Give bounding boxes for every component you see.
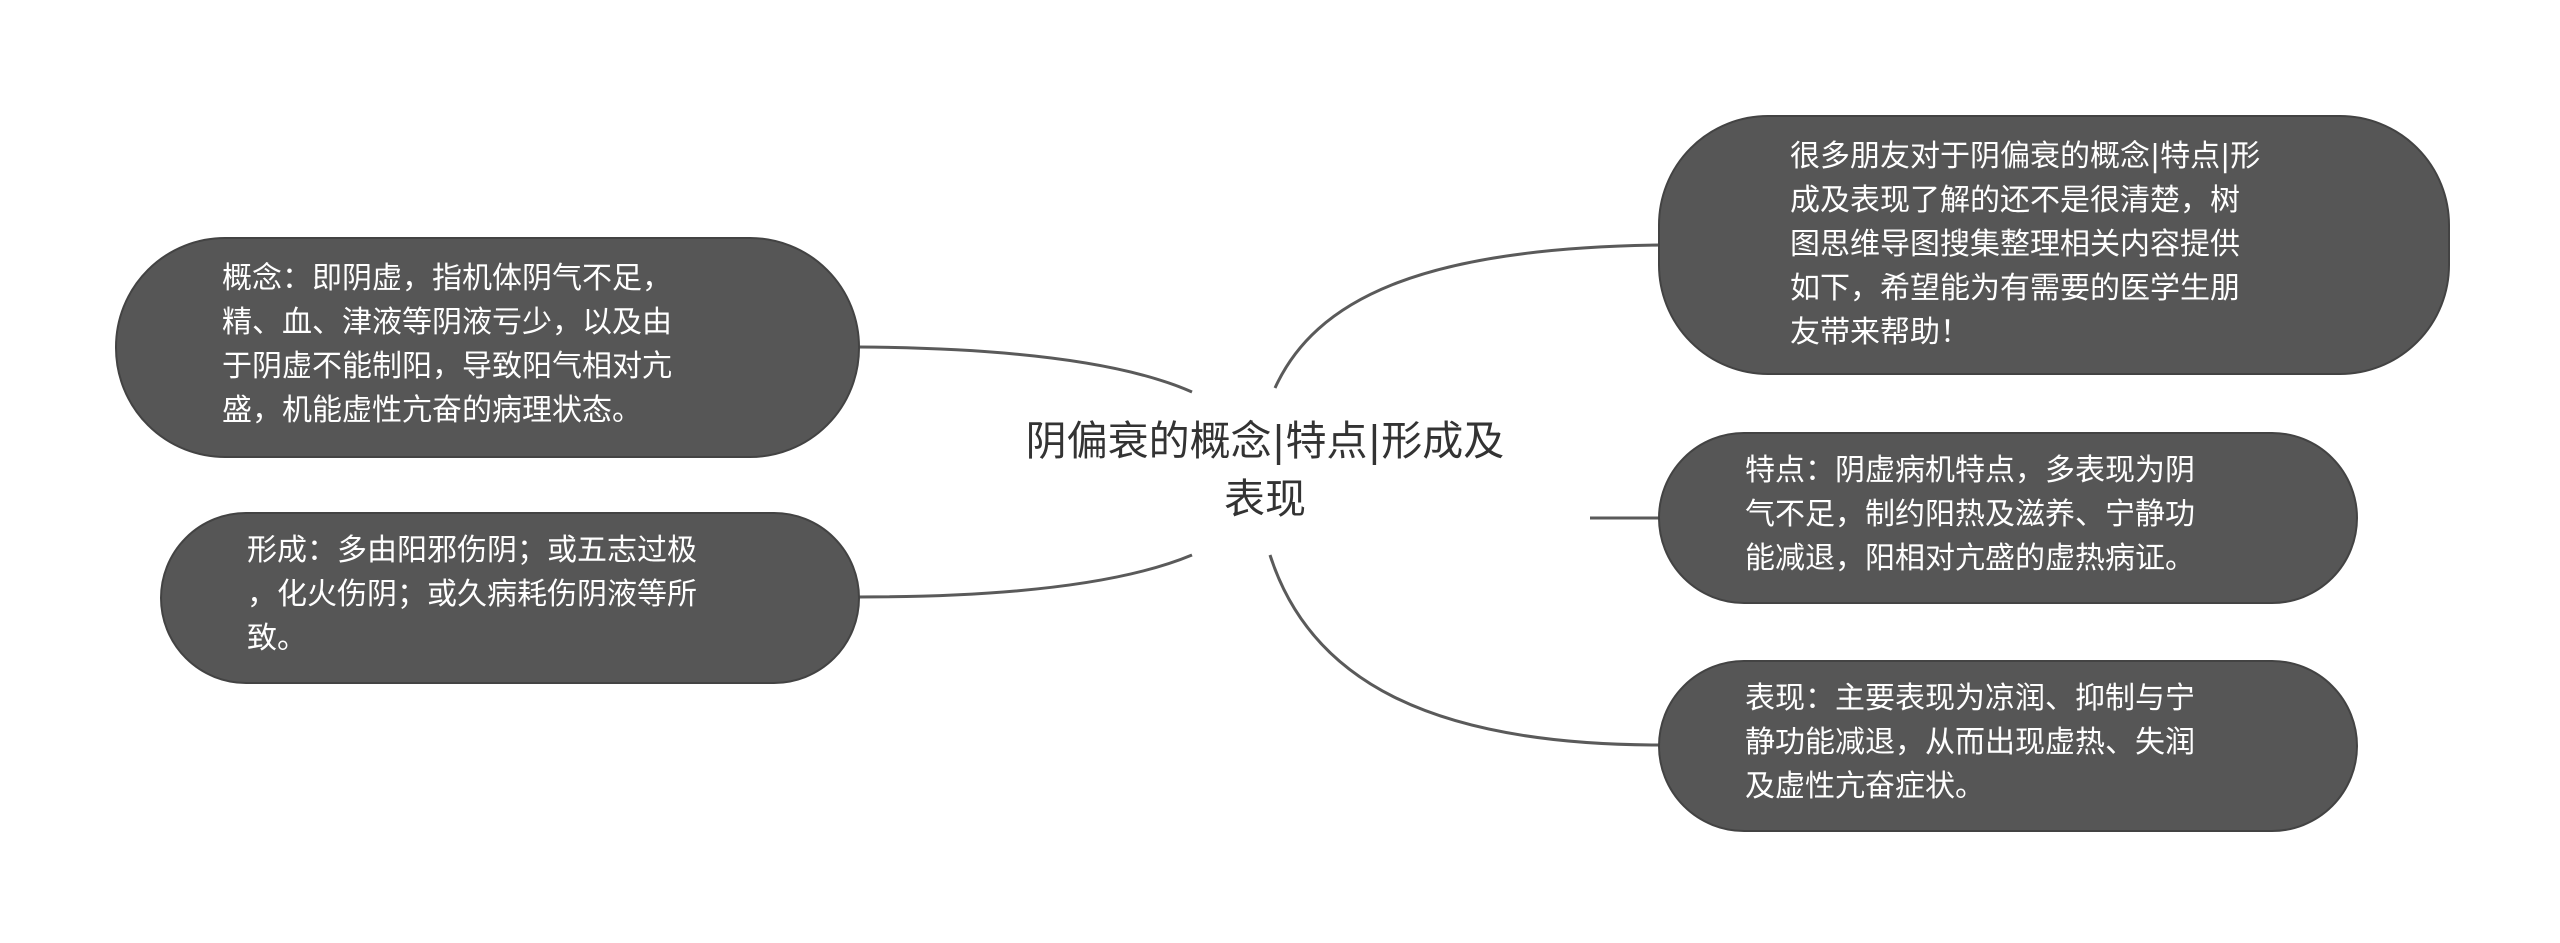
- branch-node-features: 特点：阴虚病机特点，多表现为阴 气不足，制约阳热及滋养、宁静功 能减退，阳相对亢…: [1658, 432, 2358, 604]
- branch-node-manifestation: 表现：主要表现为凉润、抑制与宁 静功能减退，从而出现虚热、失润 及虚性亢奋症状。: [1658, 660, 2358, 832]
- connector-formation: [857, 553, 1193, 599]
- connector-concept: [857, 345, 1193, 394]
- branch-node-intro: 很多朋友对于阴偏衰的概念|特点|形 成及表现了解的还不是很清楚，树 图思维导图搜…: [1658, 115, 2450, 375]
- branch-node-formation: 形成：多由阳邪伤阴；或五志过极 ，化火伤阴；或久病耗伤阴液等所 致。: [160, 512, 860, 684]
- connector-manifestation: [1268, 554, 1661, 747]
- connector-intro: [1273, 243, 1661, 389]
- branch-node-concept: 概念：即阴虚，指机体阴气不足， 精、血、津液等阴液亏少，以及由 于阴虚不能制阳，…: [115, 237, 860, 458]
- center-topic-title: 阴偏衰的概念|特点|形成及 表现: [1025, 417, 1505, 523]
